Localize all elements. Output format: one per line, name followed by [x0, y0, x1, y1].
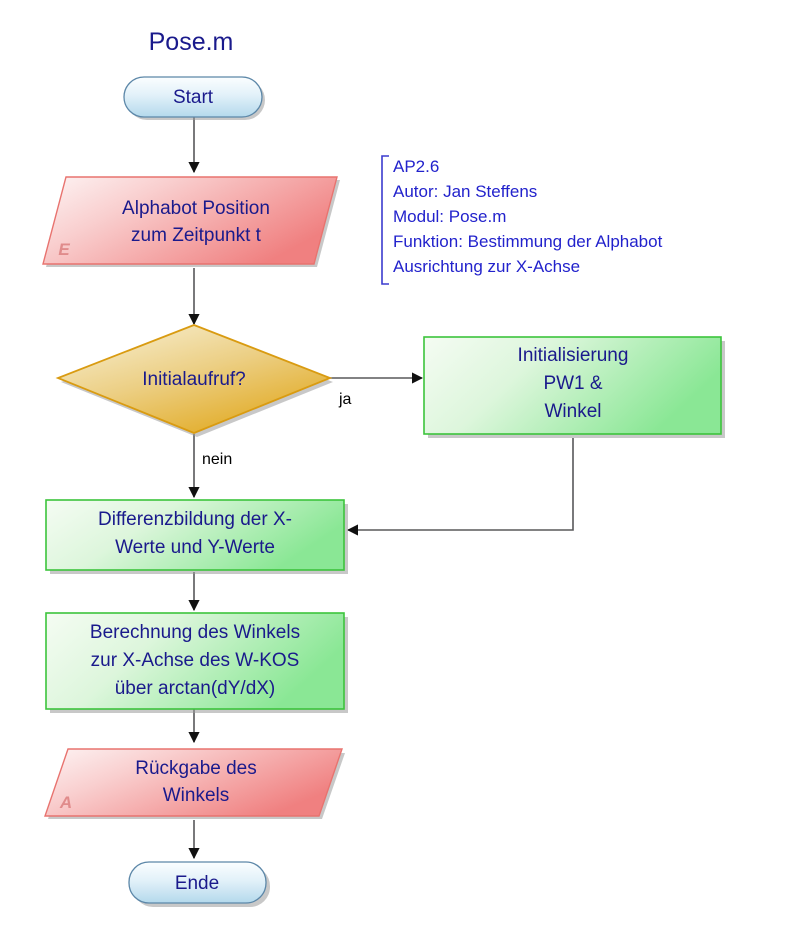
angle-process-label-line-1: Berechnung des Winkels [90, 622, 300, 643]
note-annotation: AP2.6 Autor: Jan Steffens Modul: Pose.m … [381, 155, 663, 285]
node-angle-process[interactable]: Berechnung des Winkels zur X-Achse des W… [45, 612, 348, 713]
output-angle-label-line-1: Rückgabe des [135, 758, 256, 779]
note-line-3: Modul: Pose.m [393, 207, 506, 226]
input-marker-e: E [58, 240, 70, 259]
start-label: Start [173, 87, 214, 108]
output-marker-a: A [59, 793, 72, 812]
init-process-label-line-2: PW1 & [543, 373, 602, 394]
end-shape [128, 861, 267, 904]
edge-label-yes: ja [338, 391, 352, 408]
node-end[interactable]: Ende [128, 861, 270, 907]
input-position-label-line-1: Alphabot Position [122, 198, 270, 219]
output-angle-label-line-2: Winkels [163, 785, 230, 806]
note-line-1: AP2.6 [393, 157, 439, 176]
output-angle-shape [44, 748, 343, 817]
init-process-label-line-1: Initialisierung [518, 345, 629, 366]
note-bracket-icon [381, 155, 389, 285]
init-process-shape [423, 336, 722, 435]
node-input-position[interactable]: Alphabot Position zum Zeitpunkt t E [42, 176, 340, 267]
page-title: Pose.m [149, 28, 234, 56]
connector-layer [188, 117, 574, 860]
angle-process-label-line-2: zur X-Achse des W-KOS [91, 650, 300, 671]
init-process-label-line-3: Winkel [544, 401, 601, 422]
input-position-label-line-2: zum Zeitpunkt t [131, 225, 262, 246]
connector-init-loop-to-diff [346, 438, 574, 536]
diff-process-shape [45, 499, 345, 571]
angle-process-shape [45, 612, 345, 710]
diff-process-label-line-1: Differenzbildung der X- [98, 509, 292, 530]
node-decision-init[interactable]: Initialaufruf? [55, 324, 333, 437]
note-line-5: Ausrichtung zur X-Achse [393, 257, 580, 276]
end-label: Ende [175, 873, 219, 894]
note-line-2: Autor: Jan Steffens [393, 182, 537, 201]
node-start[interactable]: Start [123, 76, 265, 120]
node-init-process[interactable]: Initialisierung PW1 & Winkel [423, 336, 725, 438]
diff-process-label-line-2: Werte und Y-Werte [115, 537, 275, 558]
start-shape [123, 76, 263, 118]
edge-label-no: nein [202, 451, 232, 468]
node-diff-process[interactable]: Differenzbildung der X- Werte und Y-Wert… [45, 499, 348, 574]
decision-shape [55, 324, 333, 434]
node-output-angle[interactable]: Rückgabe des Winkels A [44, 748, 345, 819]
decision-label: Initialaufruf? [142, 369, 246, 390]
note-line-4: Funktion: Bestimmung der Alphabot [393, 232, 663, 251]
input-position-shape [42, 176, 338, 265]
angle-process-label-line-3: über arctan(dY/dX) [115, 678, 276, 699]
